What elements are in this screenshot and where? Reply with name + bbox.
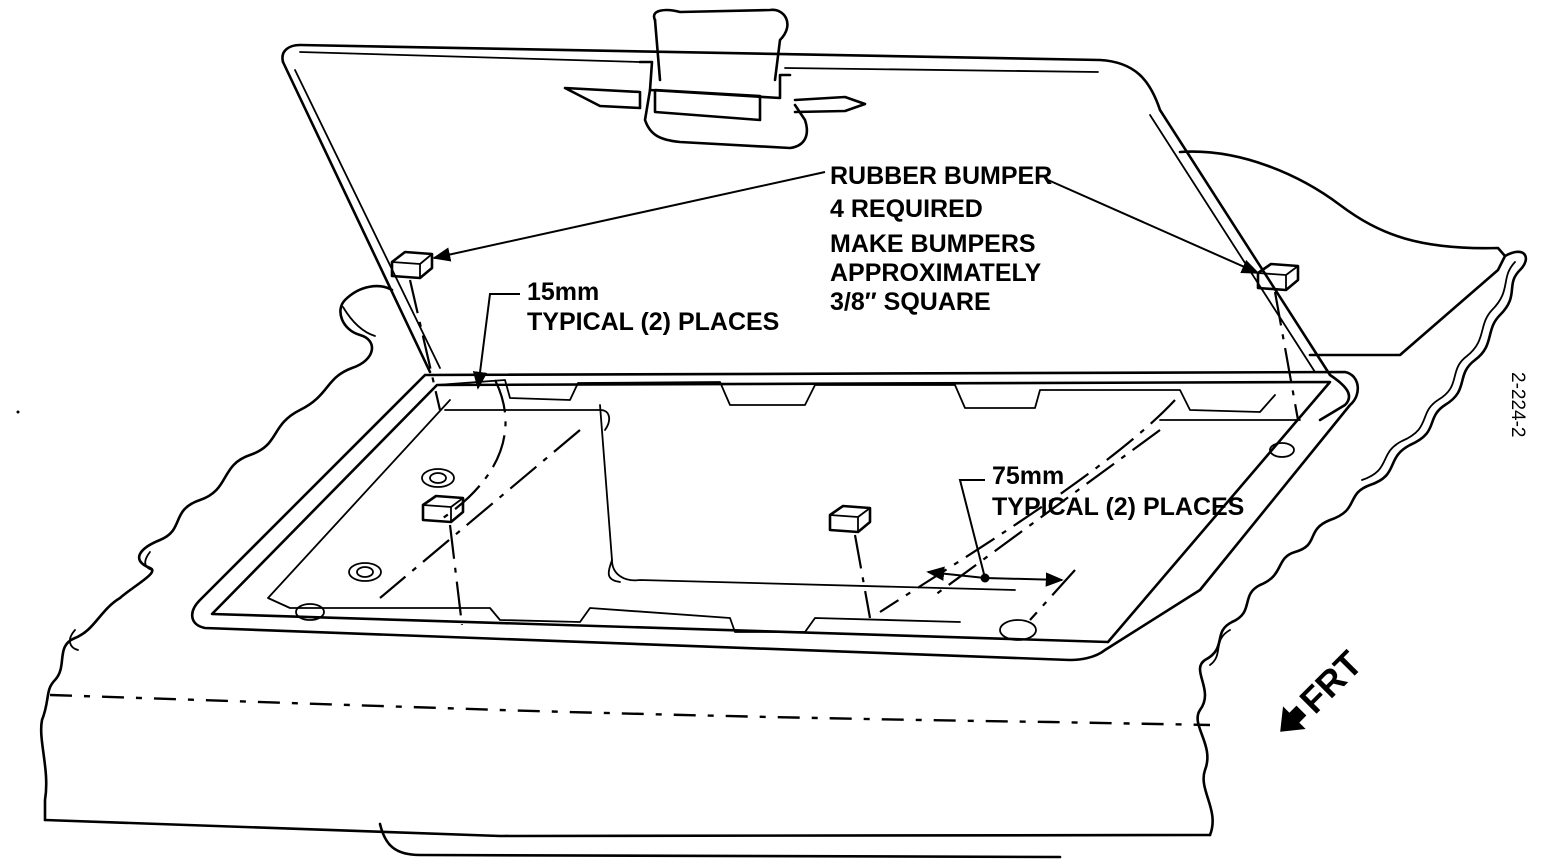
projection-lines	[379, 279, 1300, 626]
bumper-callout-line2: 4 REQUIRED	[830, 195, 983, 223]
dimension-15mm-callout: 15mm TYPICAL (2) PLACES	[527, 278, 779, 336]
rubber-bumper-lid-right	[1256, 262, 1300, 292]
rear-panel-shape	[1178, 150, 1507, 357]
dashboard-panel	[39, 250, 1528, 859]
dimension-75mm-callout: 75mm TYPICAL (2) PLACES	[992, 462, 1244, 521]
bumper-callout-line3: MAKE BUMPERS	[830, 230, 1036, 258]
glove-box-opening	[191, 370, 1359, 662]
leader-lines	[432, 171, 1260, 587]
rubber-bumper-box-center	[828, 504, 872, 534]
door-latch	[563, 8, 867, 150]
dimension-75mm-value: 75mm	[992, 462, 1064, 490]
front-arrow-icon	[1280, 705, 1307, 732]
rubber-bumper-box-left	[421, 494, 465, 524]
front-direction-label: FRT	[1292, 643, 1370, 721]
dimension-15mm-value: 15mm	[527, 278, 599, 306]
bumper-callout-line5: 3/8″ SQUARE	[830, 288, 991, 316]
dimension-15mm-note: TYPICAL (2) PLACES	[527, 308, 779, 336]
dimension-75mm-note: TYPICAL (2) PLACES	[992, 493, 1244, 521]
bumper-callout: RUBBER BUMPER 4 REQUIRED MAKE BUMPERS AP…	[830, 162, 1052, 316]
bumper-callout-line4: APPROXIMATELY	[830, 259, 1041, 287]
rubber-bumper-lid-left	[390, 250, 434, 280]
glove-box-door	[281, 43, 1351, 422]
bumper-callout-line1: RUBBER BUMPER	[830, 162, 1052, 190]
stray-mark	[16, 410, 20, 414]
figure-number: 2-224-2	[1507, 372, 1528, 438]
front-direction-indicator: FRT	[1280, 643, 1370, 732]
